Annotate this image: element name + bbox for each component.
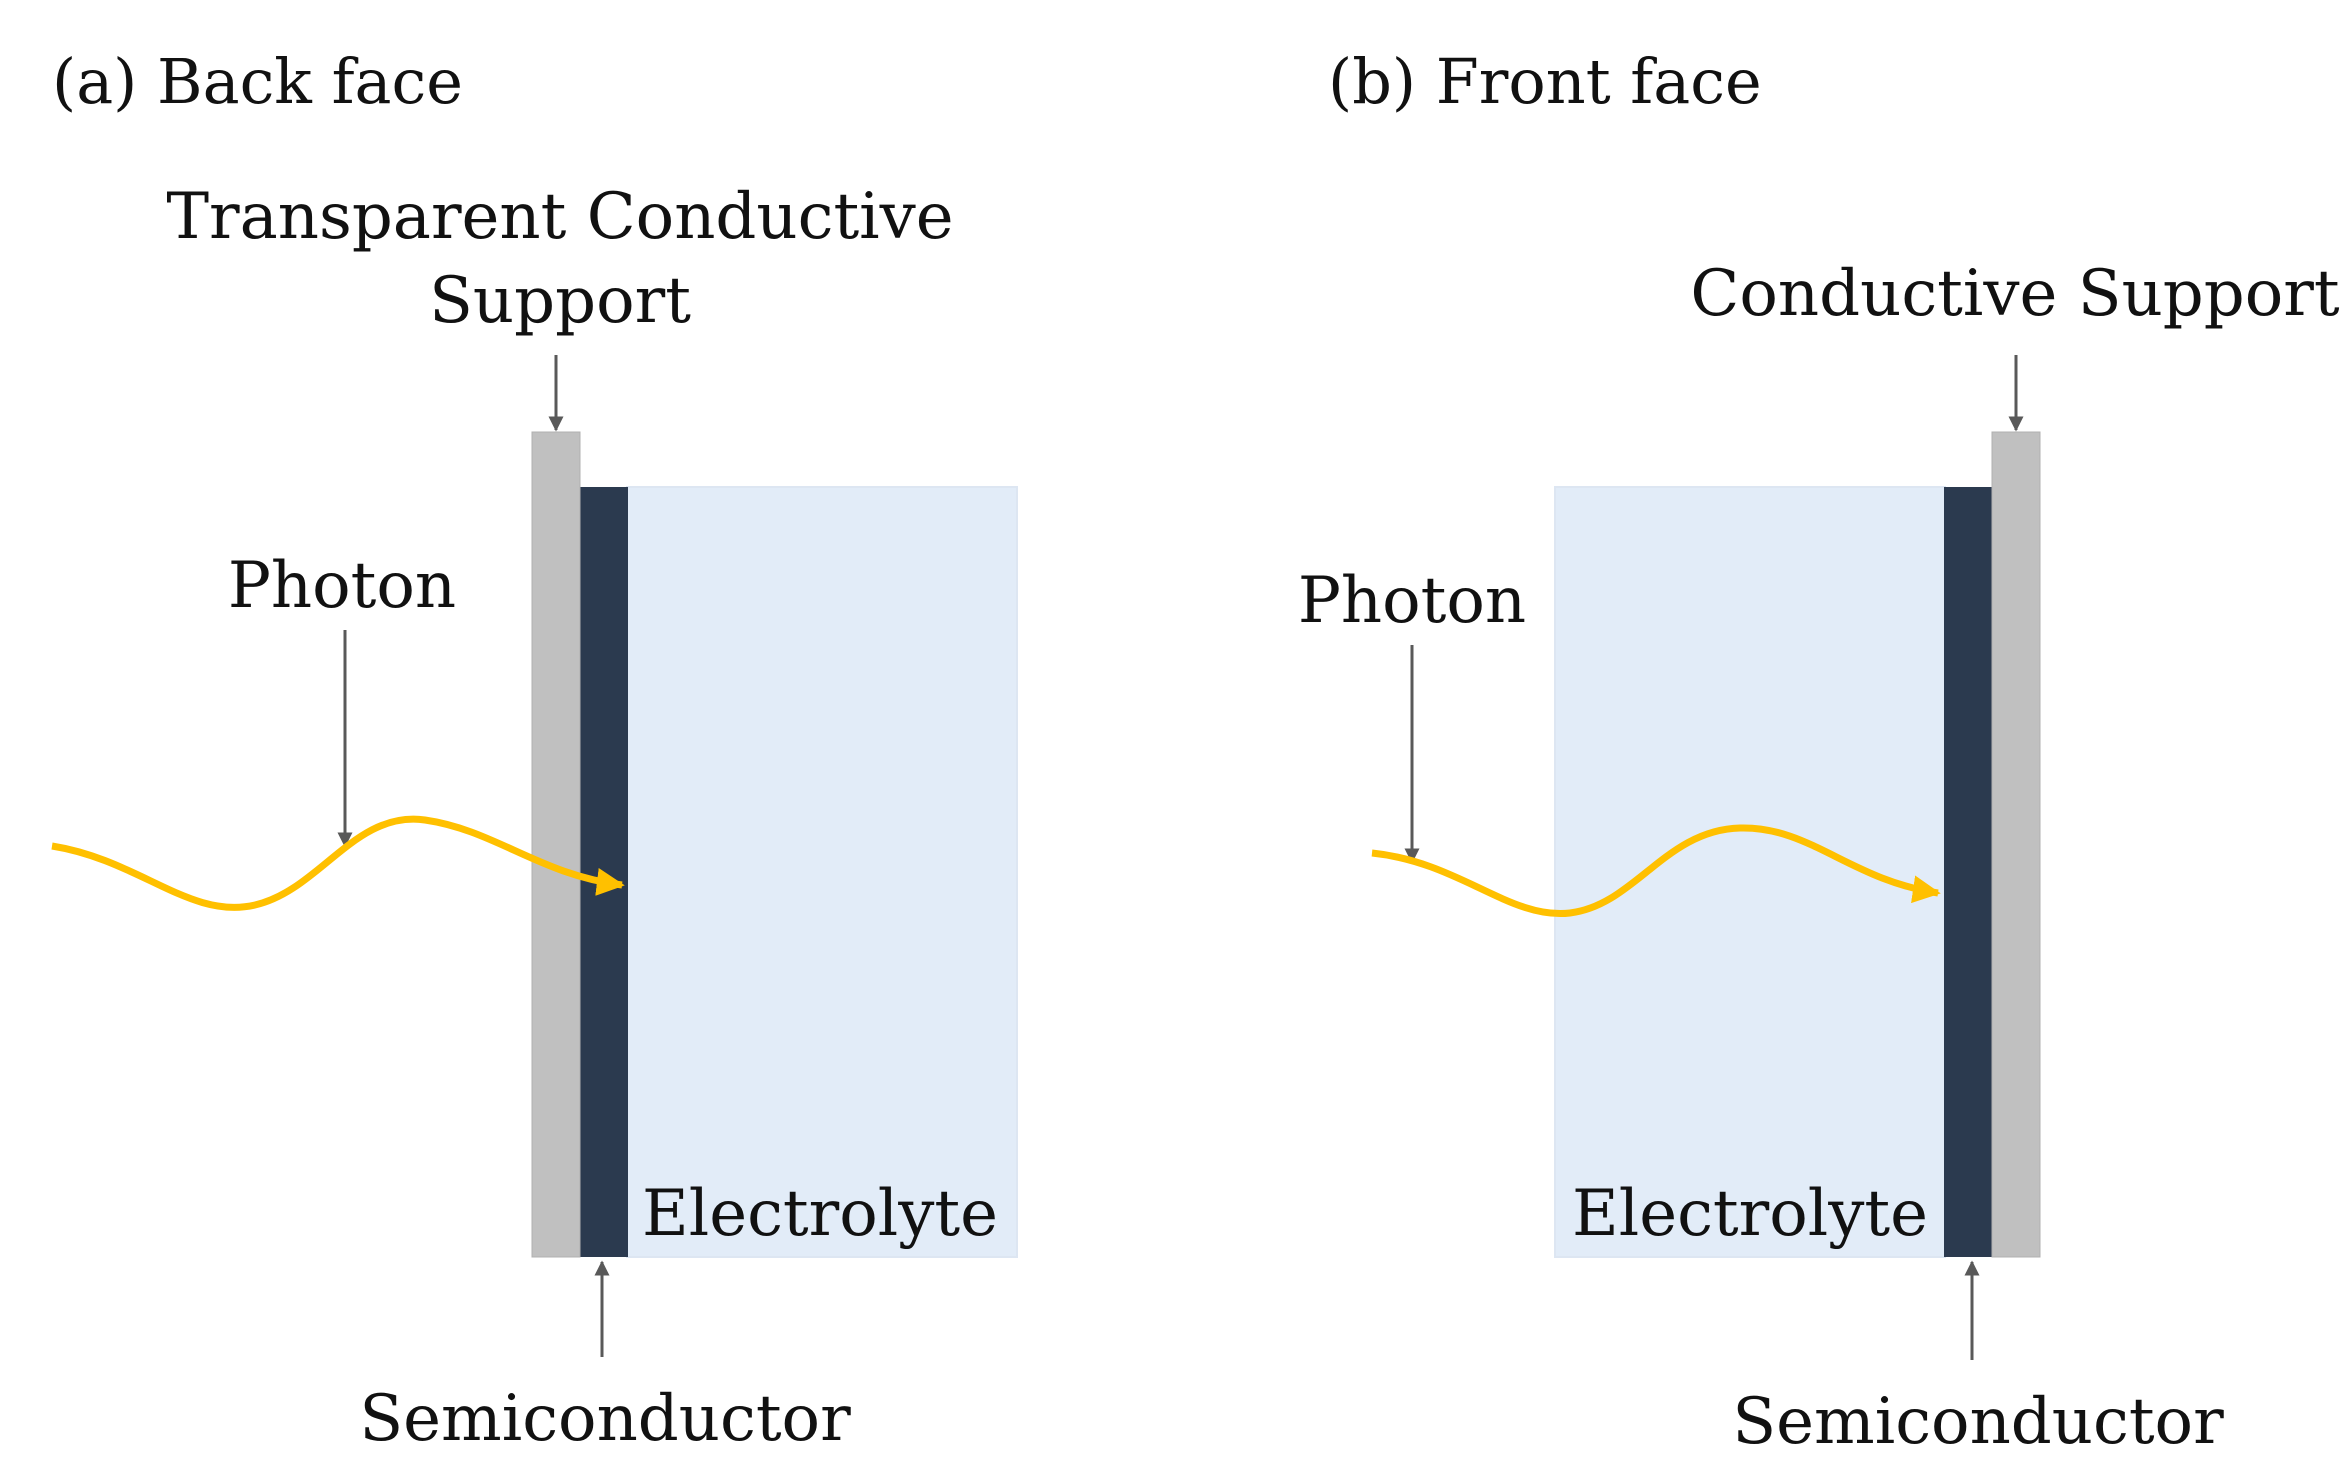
photon-wave-b: [1371, 824, 1941, 918]
electrolyte-label-b: Electrolyte: [1572, 1177, 1928, 1251]
photon-wave-a: [51, 815, 625, 911]
support-label-a-line2: Support: [429, 264, 691, 338]
panel-front-face: (b) Front face Conductive Support Photon…: [1298, 45, 2340, 1459]
semiconductor-label-b: Semiconductor: [1732, 1385, 2224, 1459]
panel-back-face: (a) Back face Transparent Conductive Sup…: [51, 45, 1018, 1456]
conductive-support-b: [1991, 431, 2041, 1258]
panel-b-heading: (b) Front face: [1328, 45, 1762, 118]
electrolyte-region-b: [1554, 486, 1946, 1258]
semiconductor-layer-a: [580, 487, 628, 1257]
conductive-support-a: [531, 431, 581, 1258]
photon-label-a: Photon: [228, 549, 456, 623]
panel-a-heading: (a) Back face: [52, 45, 463, 118]
electrolyte-region-a: [626, 486, 1018, 1258]
semiconductor-layer-b: [1944, 487, 1992, 1257]
support-label-b: Conductive Support: [1690, 257, 2339, 331]
semiconductor-label-a: Semiconductor: [359, 1382, 851, 1456]
support-label-a-line1: Transparent Conductive: [166, 180, 953, 254]
photon-label-b: Photon: [1298, 564, 1526, 638]
electrolyte-label-a: Electrolyte: [642, 1177, 998, 1251]
